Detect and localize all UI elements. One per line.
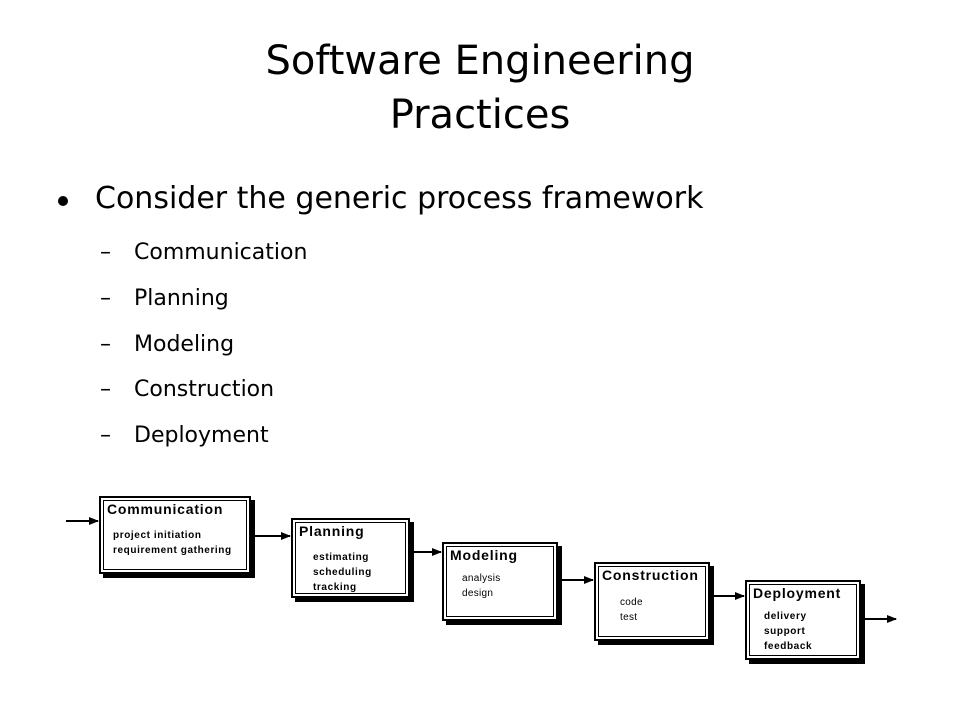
box-heading: Construction — [602, 567, 699, 583]
title-line-2: Practices — [389, 92, 571, 138]
box-item: design — [462, 588, 494, 599]
box-items: project initiation requirement gathering — [113, 528, 232, 558]
process-box-communication: Communication project initiation require… — [99, 496, 251, 574]
sub-item-communication: –Communication — [100, 238, 307, 268]
box-heading: Deployment — [753, 585, 842, 601]
sub-item-label: Modeling — [134, 332, 235, 357]
box-inner-border — [446, 546, 554, 617]
sub-item-label: Communication — [134, 240, 308, 265]
process-box-deployment: Deployment delivery support feedback — [745, 580, 861, 660]
box-inner-border — [749, 584, 857, 656]
sub-item-planning: –Planning — [100, 284, 229, 314]
sub-item-label: Construction — [134, 377, 275, 402]
sub-item-label: Planning — [134, 286, 229, 311]
box-item: feedback — [764, 641, 813, 652]
box-item: code — [620, 597, 643, 608]
box-inner-border — [103, 500, 247, 570]
box-inner-border — [598, 566, 706, 637]
process-box-modeling: Modeling analysis design — [442, 542, 558, 621]
sub-item-deployment: –Deployment — [100, 421, 269, 451]
dash-icon: – — [100, 286, 111, 311]
dash-icon: – — [100, 423, 111, 448]
page-title: Software Engineering Practices — [0, 34, 960, 142]
dash-icon: – — [100, 377, 111, 402]
box-inner-border — [295, 522, 406, 594]
box-heading: Modeling — [450, 547, 518, 563]
box-items: estimating scheduling tracking — [313, 550, 372, 595]
box-heading: Communication — [107, 501, 224, 517]
process-box-planning: Planning estimating scheduling tracking — [291, 518, 410, 598]
sub-item-modeling: –Modeling — [100, 330, 234, 360]
box-item: requirement gathering — [113, 545, 232, 556]
box-items: delivery support feedback — [764, 609, 812, 654]
box-item: estimating — [313, 552, 370, 563]
box-item: test — [620, 612, 638, 623]
box-item: analysis — [462, 573, 501, 584]
dash-icon: – — [100, 332, 111, 357]
box-items: code test — [620, 595, 643, 625]
box-items: analysis design — [462, 571, 501, 601]
bullet-dot-icon — [58, 196, 68, 206]
process-box-construction: Construction code test — [594, 562, 710, 641]
dash-icon: – — [100, 240, 111, 265]
box-item: delivery — [764, 611, 807, 622]
bullet-text: Consider the generic process framework — [95, 181, 704, 216]
box-item: scheduling — [313, 567, 372, 578]
box-item: tracking — [313, 582, 357, 593]
sub-item-label: Deployment — [134, 423, 269, 448]
box-item: project initiation — [113, 530, 202, 541]
box-item: support — [764, 626, 806, 637]
title-line-1: Software Engineering — [265, 38, 695, 84]
sub-item-construction: –Construction — [100, 375, 274, 405]
box-heading: Planning — [299, 523, 365, 539]
